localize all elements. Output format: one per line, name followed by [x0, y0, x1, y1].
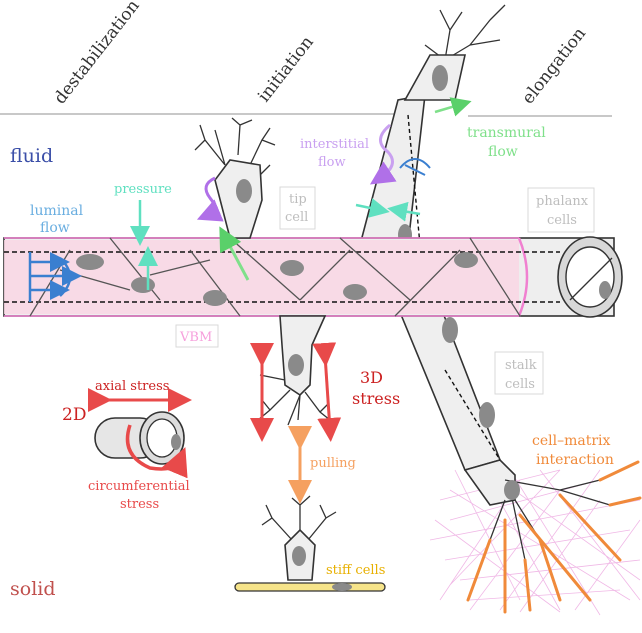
region-solid: solid [10, 578, 56, 600]
nucleus-v5 [343, 284, 367, 300]
nucleus-v2 [131, 277, 155, 293]
stage-elongation: elongation [518, 24, 590, 108]
two-d-stress-tube [94, 411, 185, 465]
three-d-stress-arrows [250, 342, 342, 442]
label-axial-stress: axial stress [95, 379, 169, 394]
lower-sprout-body [279, 315, 327, 397]
nucleus-substrate [332, 583, 352, 591]
label-luminal-flow: flow [40, 220, 70, 236]
vessel [3, 236, 623, 318]
initiation-tip-cell [194, 117, 276, 239]
transmural-arrows [355, 97, 472, 222]
pressure-arrows [130, 200, 158, 290]
stage-header: destabilization initiation elongation [0, 0, 612, 117]
tip-cell-box [279, 186, 316, 230]
label-transmural-flow: flow [488, 144, 518, 160]
tip-filopodia [194, 117, 276, 181]
nucleus-stiff-cell [292, 546, 306, 566]
label-luminal: luminal [30, 203, 84, 219]
label-stiff-cells: stiff cells [326, 563, 385, 578]
nucleus-v4 [280, 260, 304, 276]
label-interstitial-flow: flow [318, 155, 346, 170]
label-pressure: pressure [114, 182, 172, 197]
nucleus-lower-tip [504, 480, 520, 500]
label-circumferential-stress: stress [120, 497, 159, 512]
nucleus-upper-tip [432, 65, 448, 91]
label-3d: 3D [360, 368, 383, 387]
phalanx-cells-box [527, 187, 595, 233]
stiff-cells-group [234, 495, 386, 592]
nucleus-v6 [454, 252, 478, 268]
label-2d: 2D [62, 405, 86, 425]
vessel-vbm-fill [4, 240, 519, 314]
sprout-flow-swirl [399, 158, 431, 176]
vbm-box [175, 324, 219, 348]
luminal-flow-arrows [28, 252, 82, 302]
label-vbm: VBM [179, 330, 212, 345]
nucleus-stalk-1 [442, 317, 458, 343]
stage-destabilization: destabilization [50, 0, 144, 108]
nucleus-v3 [203, 290, 227, 306]
label-3d-stress: stress [352, 389, 400, 408]
label-circumferential: circumferential [88, 479, 190, 494]
label-interstitial: interstitial [300, 137, 369, 152]
label-interaction: interaction [536, 452, 614, 468]
nucleus-v1 [76, 254, 104, 270]
label-cell-matrix: cell–matrix [532, 433, 610, 449]
nucleus-tip [236, 179, 252, 203]
labels: luminal flow pressure interstitial flow … [30, 125, 614, 578]
cell-matrix-anchors [466, 460, 642, 614]
label-pulling: pulling [310, 456, 356, 471]
label-tip: tip [289, 192, 307, 207]
stiff-substrate [234, 582, 386, 592]
label-phalanx: phalanx [536, 194, 589, 209]
nucleus-lower-sprout [288, 354, 304, 376]
label-transmural: transmural [467, 125, 546, 141]
stage-initiation: initiation [254, 33, 318, 107]
label-phalanx-cells: cells [547, 213, 577, 228]
nucleus-section [599, 281, 611, 299]
lower-sprout-cell [257, 315, 331, 426]
tube-nucleus [171, 434, 181, 450]
label-tip-cell: cell [285, 210, 308, 225]
section-junction [569, 257, 613, 301]
nucleus-stalk-2 [479, 402, 495, 428]
label-stalk: stalk [505, 358, 537, 373]
interstitial-flow-arrows [196, 123, 397, 281]
vbm-boundary [4, 237, 519, 317]
matrix-fibers [429, 464, 641, 616]
stalk-cells-box [494, 351, 544, 395]
region-fluid: fluid [10, 145, 53, 167]
circumferential-stress-arrow [125, 424, 188, 479]
vbm-edge [517, 237, 529, 317]
lower-filopodia [489, 479, 611, 561]
label-stalk-cells: cells [505, 377, 535, 392]
